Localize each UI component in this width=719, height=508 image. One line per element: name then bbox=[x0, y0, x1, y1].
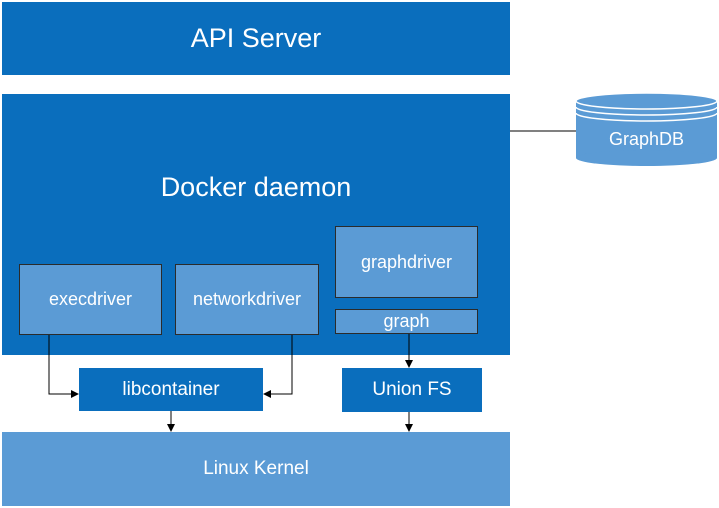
graph-label: graph bbox=[383, 311, 430, 331]
libcontainer-label: libcontainer bbox=[122, 378, 220, 400]
execdriver-box: execdriver bbox=[19, 264, 162, 335]
graph-box: graph bbox=[335, 309, 478, 334]
docker-daemon-label: Docker daemon bbox=[160, 172, 352, 202]
execdriver-label: execdriver bbox=[48, 289, 133, 309]
linux-kernel-label: Linux Kernel bbox=[203, 458, 309, 479]
execdriver-libcontainer-arrow bbox=[48, 335, 79, 398]
api-server-label: API Server bbox=[190, 23, 322, 53]
api-server-box: API Server bbox=[2, 2, 510, 75]
networkdriver-box: networkdriver bbox=[175, 264, 319, 335]
graphdriver-label: graphdriver bbox=[360, 251, 453, 272]
networkdriver-label: networkdriver bbox=[192, 289, 302, 309]
graphdriver-box: graphdriver bbox=[335, 226, 478, 298]
union-fs-box: Union FS bbox=[342, 368, 482, 412]
graphdb-cylinder-icon bbox=[575, 92, 718, 166]
union-fs-label: Union FS bbox=[372, 379, 452, 400]
graphdb-label: GraphDB bbox=[608, 129, 685, 149]
networkdriver-libcontainer-arrow bbox=[263, 335, 293, 398]
linux-kernel-box: Linux Kernel bbox=[2, 432, 510, 506]
libcontainer-box: libcontainer bbox=[79, 368, 263, 411]
